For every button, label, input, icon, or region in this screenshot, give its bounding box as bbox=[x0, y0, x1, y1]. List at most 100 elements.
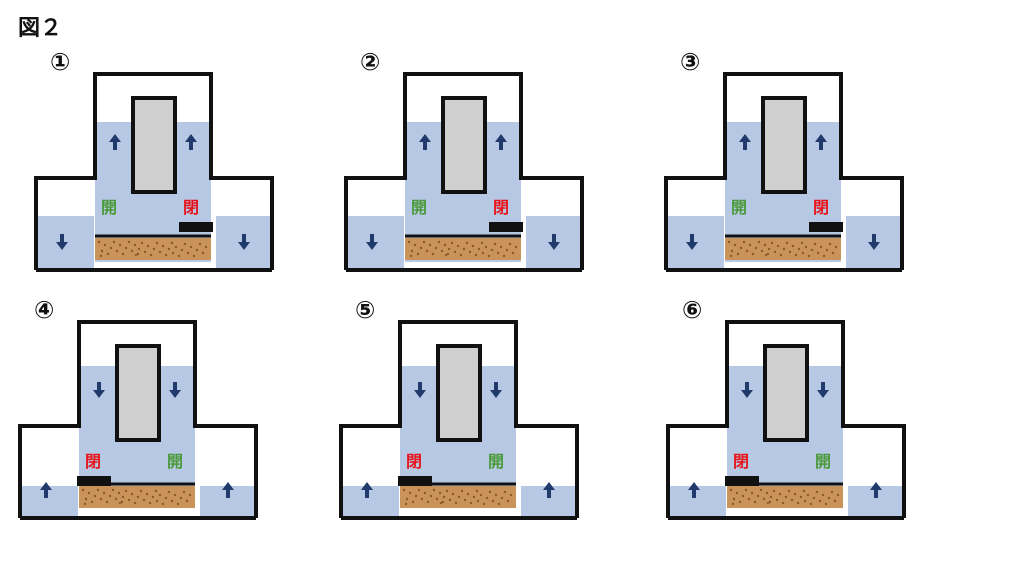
left-valve-label: 閉 bbox=[85, 452, 102, 471]
sand-grain bbox=[170, 499, 174, 503]
sand-grain bbox=[738, 500, 742, 504]
diagram-6 bbox=[666, 320, 906, 520]
sand-grain bbox=[448, 498, 452, 502]
sand-grain bbox=[201, 251, 205, 255]
sand-grain bbox=[479, 493, 483, 497]
sand-grain bbox=[105, 500, 109, 504]
sand-grain bbox=[134, 253, 138, 257]
sand-grain bbox=[754, 246, 758, 250]
sand-grain bbox=[480, 241, 484, 245]
sand-grain bbox=[440, 249, 444, 253]
figure-title: 図２ bbox=[18, 16, 63, 41]
sand-grain bbox=[825, 248, 829, 252]
sand-grain bbox=[435, 497, 439, 501]
panel-number: ① bbox=[50, 48, 71, 76]
sand-grain bbox=[733, 243, 737, 247]
diagram-2 bbox=[344, 72, 584, 272]
panel-number: ③ bbox=[680, 48, 701, 76]
sand-grain bbox=[485, 496, 489, 500]
left-basin-arrow-icon bbox=[366, 234, 378, 250]
sand-grain bbox=[503, 490, 507, 494]
sand-grain bbox=[472, 495, 476, 499]
tower-arrow-left-icon bbox=[109, 134, 121, 150]
sand-grain bbox=[442, 495, 446, 499]
sand-grain bbox=[471, 244, 475, 248]
sand-grain bbox=[164, 496, 168, 500]
sand-grain bbox=[756, 494, 760, 498]
right-basin-arrow-icon bbox=[868, 234, 880, 250]
sand-grain bbox=[142, 498, 146, 502]
sand-grain bbox=[819, 245, 823, 249]
left-valve bbox=[398, 476, 432, 486]
tower-arrow-left-icon bbox=[419, 134, 431, 150]
left-basin-arrow-icon bbox=[361, 482, 373, 498]
sand-grain bbox=[429, 494, 433, 498]
sand-grain bbox=[407, 240, 411, 244]
right-valve-label: 閉 bbox=[813, 198, 830, 217]
right-basin-arrow-icon bbox=[548, 234, 560, 250]
sand-grain bbox=[727, 240, 731, 244]
sand-grain bbox=[753, 500, 757, 504]
sand-grain bbox=[482, 502, 486, 506]
sand-grain bbox=[815, 490, 819, 494]
sand-grain bbox=[443, 243, 447, 247]
sand-grain bbox=[770, 241, 774, 245]
panel-number: ⑤ bbox=[355, 296, 376, 324]
sand-grain bbox=[413, 243, 417, 247]
sand-grain bbox=[420, 497, 424, 501]
right-valve bbox=[809, 222, 843, 232]
sand-grain bbox=[834, 245, 838, 249]
left-valve-label: 開 bbox=[101, 198, 118, 217]
sand-grain bbox=[102, 491, 106, 495]
sand-grain bbox=[782, 247, 786, 251]
sand-grain bbox=[155, 241, 159, 245]
sand-grain bbox=[763, 243, 767, 247]
sand-grain bbox=[830, 490, 834, 494]
sand-grain bbox=[741, 494, 745, 498]
sand-grain bbox=[762, 497, 766, 501]
sand-grain bbox=[408, 491, 412, 495]
sand-grain bbox=[97, 240, 101, 244]
left-valve-label: 開 bbox=[411, 198, 428, 217]
tower-arrow-left-icon bbox=[739, 134, 751, 150]
sand-grain bbox=[121, 495, 125, 499]
right-basin-arrow-icon bbox=[222, 482, 234, 498]
sand-grain bbox=[793, 492, 797, 496]
sand-grain bbox=[499, 245, 503, 249]
sand-grain bbox=[84, 497, 88, 501]
sand-grain bbox=[192, 254, 196, 258]
sand-grain bbox=[766, 501, 770, 505]
sand-grain bbox=[767, 247, 771, 251]
sand-grain bbox=[779, 253, 783, 257]
sand-grain bbox=[139, 489, 143, 493]
sand-grain bbox=[90, 500, 94, 504]
sand-grain bbox=[457, 495, 461, 499]
sand-grain bbox=[195, 248, 199, 252]
sand-grain bbox=[155, 499, 159, 503]
center-core bbox=[761, 96, 807, 194]
sand-grain bbox=[444, 253, 448, 257]
sand-grain bbox=[83, 502, 87, 506]
sand-grain bbox=[804, 245, 808, 249]
sand-grain bbox=[414, 494, 418, 498]
sand-grain bbox=[439, 501, 443, 505]
tower-arrow-right-icon bbox=[815, 134, 827, 150]
sand-grain bbox=[402, 488, 406, 492]
tank-outline bbox=[18, 320, 258, 518]
sand-grain bbox=[509, 493, 513, 497]
sand-grain bbox=[167, 490, 171, 494]
sand-grain bbox=[773, 250, 777, 254]
tower-arrow-right-icon bbox=[185, 134, 197, 150]
sand-grain bbox=[170, 241, 174, 245]
sand-grain bbox=[151, 495, 155, 499]
sand-grain bbox=[405, 497, 409, 501]
sand-grain bbox=[93, 494, 97, 498]
sand-grain bbox=[404, 502, 408, 506]
sand-grain bbox=[118, 243, 122, 247]
sand-grain bbox=[183, 242, 187, 246]
sand-grain bbox=[497, 502, 501, 506]
center-core bbox=[763, 344, 809, 442]
sand-grain bbox=[816, 251, 820, 255]
